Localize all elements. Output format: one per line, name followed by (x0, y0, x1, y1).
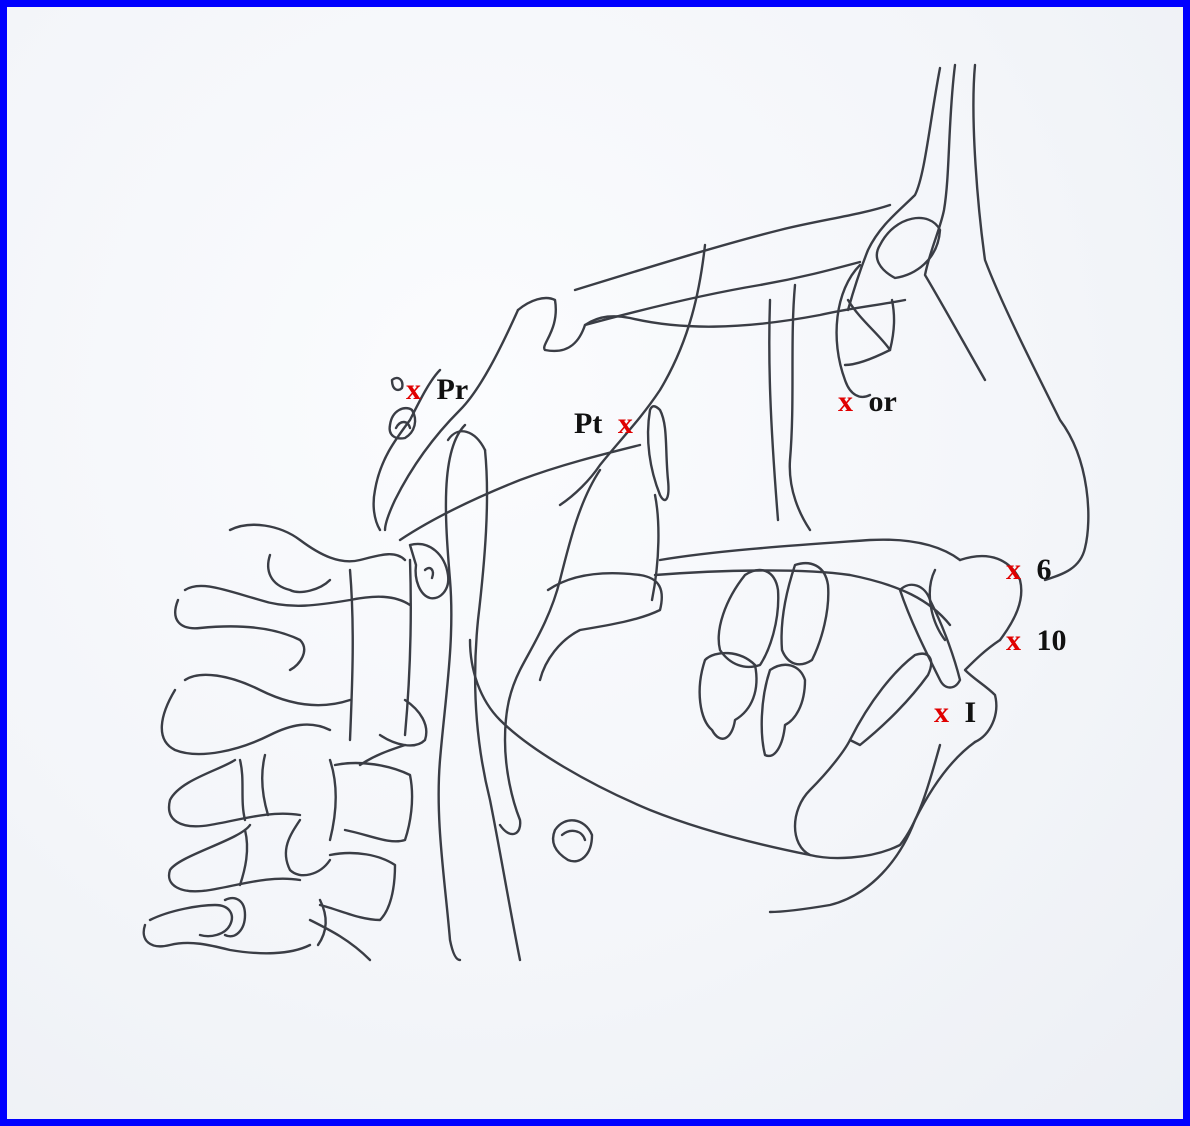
landmark-label-pr: Pr (437, 373, 469, 406)
landmark-10: x 10 (1006, 624, 1067, 657)
svg-text:Pt x: Pt x (574, 407, 633, 440)
landmark-marker-6: x (1006, 553, 1021, 586)
landmark-pr: x Pr (406, 373, 468, 406)
landmark-label-6: 6 (1037, 553, 1052, 586)
svg-text:x or: x or (838, 385, 897, 418)
landmark-6: x 6 (1006, 553, 1052, 586)
landmark-label-10: 10 (1037, 624, 1067, 657)
landmark-i: x I (934, 696, 976, 729)
landmark-pt: Pt x (574, 407, 633, 440)
landmark-marker-i: x (934, 696, 949, 729)
landmark-marker-10: x (1006, 624, 1021, 657)
svg-text:x 6: x 6 (1006, 553, 1052, 586)
svg-text:x 10: x 10 (1006, 624, 1067, 657)
cephalometric-tracing: x Pr Pt x x or x 6 x 10 (7, 7, 1183, 1119)
landmark-marker-or: x (838, 385, 853, 418)
svg-text:x Pr: x Pr (406, 373, 468, 406)
skull-outline (374, 65, 1089, 960)
landmark-or: x or (838, 385, 897, 418)
svg-text:x I: x I (934, 696, 976, 729)
landmark-label-i: I (965, 696, 977, 729)
landmark-marker-pt: x (618, 407, 633, 440)
landmark-label-pt: Pt (574, 407, 602, 440)
landmark-marker-pr: x (406, 373, 421, 406)
landmark-label-or: or (869, 385, 897, 418)
cervical-spine (144, 525, 427, 960)
